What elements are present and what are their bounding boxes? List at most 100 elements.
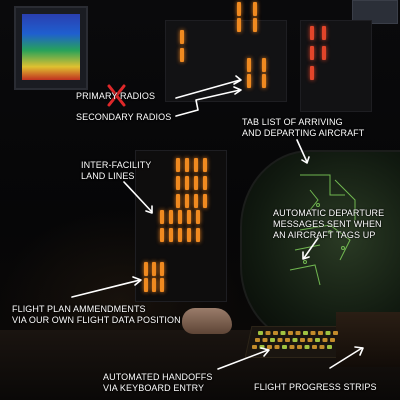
radio-indicator-lamp bbox=[322, 26, 326, 40]
controller-hand bbox=[182, 308, 232, 334]
land-line-lamp bbox=[178, 210, 182, 224]
land-line-lamp bbox=[160, 210, 164, 224]
keyboard-lit-keys bbox=[252, 331, 338, 349]
arrow-land-lines bbox=[123, 181, 153, 213]
keyboard-key bbox=[325, 331, 331, 335]
info-display-screen bbox=[22, 14, 80, 80]
radio-indicator-lamp bbox=[322, 46, 326, 60]
radio-indicator-lamp bbox=[253, 18, 257, 32]
label-tab-list: TAB LIST OF ARRIVING AND DEPARTING AIRCR… bbox=[242, 117, 365, 138]
keyboard-key bbox=[318, 331, 323, 335]
keyboard-key bbox=[300, 338, 305, 342]
radar-target bbox=[341, 246, 345, 250]
keyboard-key bbox=[274, 345, 280, 349]
land-line-lamp bbox=[185, 158, 189, 172]
radio-indicator-lamp bbox=[310, 26, 314, 40]
keyboard-key bbox=[327, 345, 332, 349]
keyboard-key bbox=[265, 331, 271, 335]
land-line-panel bbox=[135, 150, 227, 302]
keyboard-key bbox=[304, 345, 310, 349]
radio-indicator-lamp bbox=[262, 74, 266, 88]
keyboard-key bbox=[285, 338, 290, 342]
keyboard-key bbox=[322, 338, 328, 342]
land-line-lamp bbox=[187, 210, 191, 224]
arrow-tab-list-head bbox=[301, 156, 310, 164]
radar-tracks bbox=[289, 174, 356, 286]
radar-map-line bbox=[300, 174, 345, 196]
keyboard-key bbox=[273, 331, 278, 335]
land-line-lamp bbox=[194, 176, 198, 190]
keyboard-key bbox=[277, 338, 283, 342]
radio-indicator-lamp bbox=[237, 2, 241, 16]
radio-indicator-lamp bbox=[180, 48, 184, 62]
keyboard-key bbox=[270, 338, 275, 342]
arrow-progress-strips-head bbox=[354, 346, 364, 356]
keyboard-key bbox=[319, 345, 325, 349]
radar-map-line bbox=[334, 179, 356, 220]
arrow-progress-strips bbox=[329, 347, 363, 369]
label-handoffs: AUTOMATED HANDOFFS VIA KEYBOARD ENTRY bbox=[103, 372, 213, 393]
radio-indicator-lamp bbox=[247, 74, 251, 88]
arrow-handoffs bbox=[217, 349, 269, 370]
keyboard-key bbox=[330, 338, 335, 342]
land-line-lamp bbox=[178, 228, 182, 242]
info-display-monitor bbox=[14, 6, 88, 90]
radio-indicator-lamp bbox=[180, 30, 184, 44]
land-line-lamp bbox=[152, 262, 156, 276]
radar-map-line bbox=[299, 224, 351, 261]
arrow-tab-list bbox=[296, 139, 308, 163]
label-flight-plan: FLIGHT PLAN AMMENDMENTS VIA OUR OWN FLIG… bbox=[12, 304, 181, 325]
keyboard-key bbox=[315, 338, 320, 342]
keyboard-key bbox=[288, 331, 293, 335]
keyboard-key bbox=[267, 345, 272, 349]
radar-target bbox=[316, 203, 320, 207]
land-line-lamp bbox=[160, 278, 164, 292]
radio-indicator-lamp bbox=[247, 58, 251, 72]
radio-indicator-lamp bbox=[310, 46, 314, 60]
keyboard-key bbox=[255, 338, 260, 342]
arrow-primary-radios bbox=[175, 79, 241, 99]
label-departure-messages: AUTOMATIC DEPARTURE MESSAGES SENT WHEN A… bbox=[273, 208, 385, 240]
label-primary-radios: PRIMARY RADIOS bbox=[76, 91, 156, 101]
keyboard-key bbox=[280, 331, 286, 335]
arrow-departure-messages bbox=[303, 237, 319, 259]
land-line-lamp bbox=[185, 194, 189, 208]
radar-map-line bbox=[289, 264, 321, 286]
keyboard-key bbox=[312, 345, 317, 349]
land-line-lamp bbox=[160, 228, 164, 242]
radio-indicator-lamp bbox=[237, 18, 241, 32]
radar-map-line bbox=[294, 244, 321, 251]
land-line-lamp bbox=[187, 228, 191, 242]
land-line-lamp bbox=[176, 194, 180, 208]
strikeout-x-mark bbox=[107, 84, 126, 107]
keyboard-key bbox=[258, 331, 263, 335]
land-line-lamp bbox=[203, 158, 207, 172]
arrow-primary-radios-head bbox=[233, 75, 242, 85]
radar-scope bbox=[240, 150, 400, 344]
radio-indicator-lamp bbox=[310, 66, 314, 80]
land-line-lamp bbox=[194, 194, 198, 208]
arrow-flight-plan bbox=[71, 279, 141, 298]
land-line-lamp bbox=[144, 278, 148, 292]
land-line-lamp bbox=[194, 158, 198, 172]
land-line-lamp bbox=[160, 262, 164, 276]
keyboard-key bbox=[252, 345, 257, 349]
label-land-lines: INTER-FACILITY LAND LINES bbox=[81, 160, 152, 181]
land-line-lamp bbox=[144, 262, 148, 276]
keyboard-key bbox=[310, 331, 316, 335]
land-line-lamp bbox=[152, 278, 156, 292]
radar-target bbox=[303, 260, 307, 264]
keyboard-key bbox=[282, 345, 287, 349]
radio-indicator-lamp bbox=[253, 2, 257, 16]
keyboard-key bbox=[292, 338, 298, 342]
keyboard-key bbox=[289, 345, 295, 349]
arrow-secondary-radios bbox=[175, 89, 241, 117]
arrow-handoffs-head bbox=[260, 347, 270, 357]
land-line-lamp bbox=[185, 176, 189, 190]
arrow-flight-plan-head bbox=[132, 276, 142, 286]
land-line-lamp bbox=[169, 228, 173, 242]
arrow-land-lines-head bbox=[145, 205, 153, 214]
keyboard-key bbox=[333, 331, 338, 335]
